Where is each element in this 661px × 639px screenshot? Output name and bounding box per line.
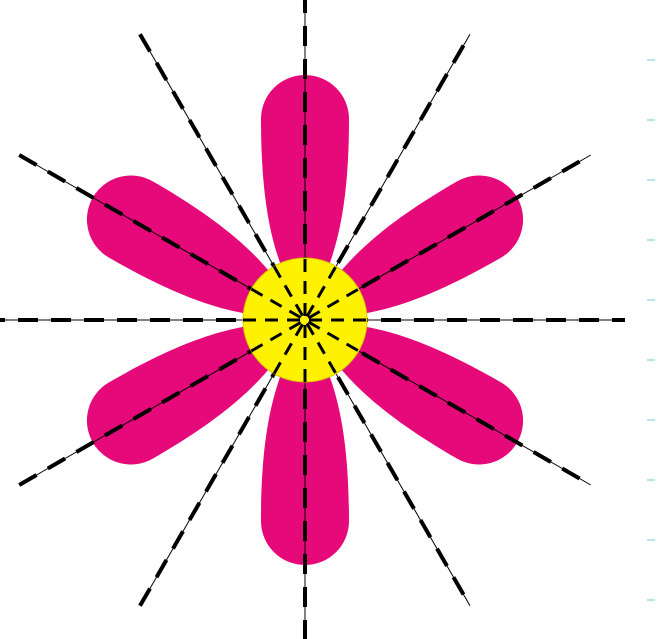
flower-center — [243, 258, 367, 382]
edge-tick-marks — [641, 0, 661, 639]
